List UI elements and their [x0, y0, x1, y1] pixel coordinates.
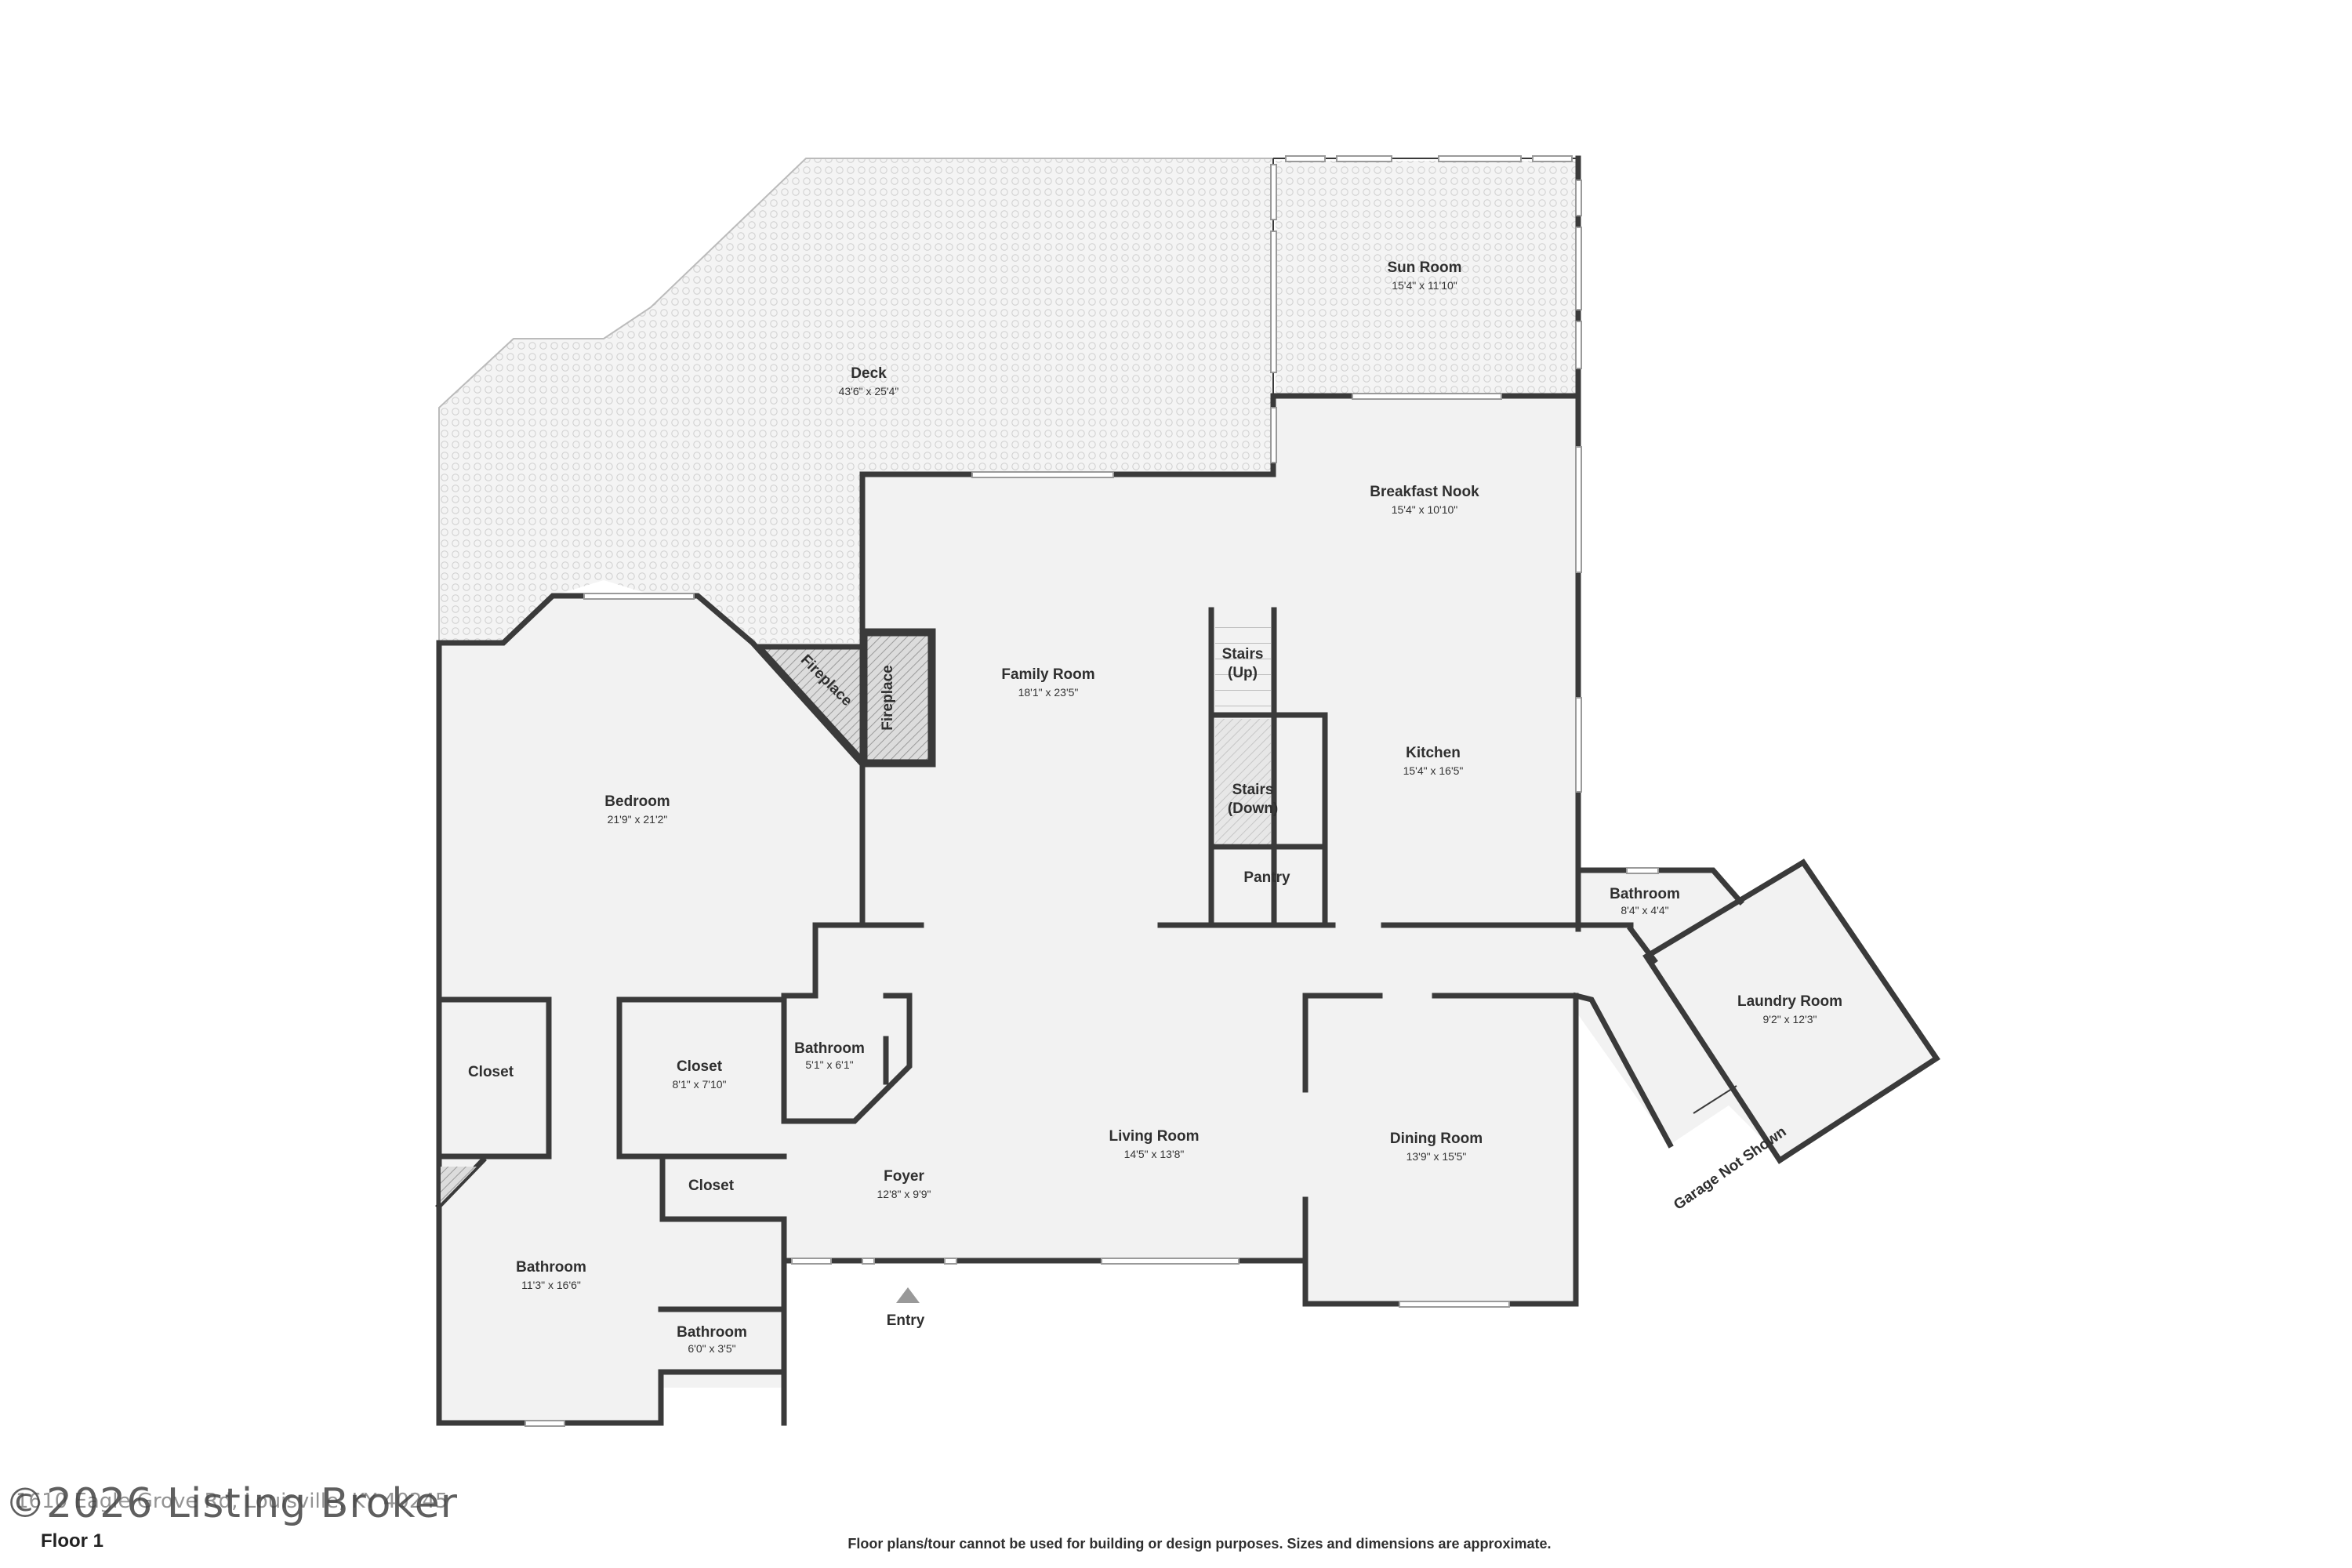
fireplace-graphics — [441, 630, 934, 1203]
room-name-closet-left: Closet — [468, 1064, 514, 1080]
floor-label: Floor 1 — [41, 1530, 104, 1552]
room-name-bedroom: Bedroom — [604, 793, 670, 810]
room-name-closet-middle: Closet — [677, 1058, 723, 1075]
watermark: ©2026 Listing Broker — [5, 1480, 459, 1527]
fireplace-label-2: Fireplace — [880, 665, 896, 730]
deck-area — [438, 158, 1273, 643]
room-dim-bathroom-hall: 5'1" x 6'1" — [805, 1058, 853, 1071]
room-name-bathroom-right: Bathroom — [1610, 886, 1680, 902]
room-name-sun-room: Sun Room — [1388, 260, 1462, 276]
room-name-stairs-up: Stairs(Up) — [1222, 646, 1264, 681]
room-name-living-room: Living Room — [1109, 1128, 1199, 1145]
room-dim-living-room: 14'5" x 13'8" — [1124, 1148, 1185, 1160]
room-dim-laundry: 9'2" x 12'3" — [1763, 1013, 1817, 1025]
entry-arrow-icon — [896, 1287, 920, 1303]
room-name-closet-small: Closet — [688, 1178, 735, 1194]
room-dim-bathroom-toilet: 6'0" x 3'5" — [688, 1342, 735, 1355]
room-dim-bathroom-master: 11'3" x 16'6" — [521, 1279, 581, 1291]
stairs-graphics — [1215, 614, 1271, 844]
sun-room-area — [1272, 158, 1579, 396]
room-dim-closet-middle: 8'1" x 7'10" — [673, 1078, 727, 1091]
room-dim-kitchen: 15'4" x 16'5" — [1403, 764, 1464, 777]
room-name-dining-room: Dining Room — [1390, 1131, 1483, 1147]
interior-floor — [439, 396, 1936, 1423]
windows — [524, 155, 1737, 1427]
room-name-pantry: Pantry — [1243, 869, 1290, 886]
room-name-deck: Deck — [851, 365, 887, 382]
room-name-family-room: Family Room — [1001, 666, 1094, 683]
room-name-breakfast-nook: Breakfast Nook — [1370, 484, 1479, 500]
entry-label: Entry — [887, 1312, 925, 1329]
room-dim-breakfast-nook: 15'4" x 10'10" — [1392, 503, 1458, 516]
room-name-kitchen: Kitchen — [1406, 745, 1461, 761]
room-dim-dining-room: 13'9" x 15'5" — [1406, 1150, 1467, 1163]
room-name-foyer: Foyer — [884, 1168, 924, 1185]
watermark-address: 1610 Eagle Grove Rd, Louisville, KY 4024… — [16, 1490, 448, 1513]
room-dim-bathroom-right: 8'4" x 4'4" — [1621, 904, 1668, 916]
room-dim-family-room: 18'1" x 23'5" — [1018, 686, 1079, 699]
room-dim-bedroom: 21'9" x 21'2" — [608, 813, 668, 826]
room-name-bathroom-toilet: Bathroom — [677, 1324, 747, 1341]
room-dim-foyer: 12'8" x 9'9" — [877, 1188, 931, 1200]
garage-label: Garage Not Shown — [1671, 1123, 1789, 1214]
disclaimer: Floor plans/tour cannot be used for buil… — [848, 1536, 1552, 1552]
room-name-stairs-down: Stairs(Down) — [1228, 782, 1278, 817]
room-dim-deck: 43'6" x 25'4" — [839, 385, 899, 397]
room-name-bathroom-master: Bathroom — [516, 1259, 586, 1276]
room-name-bathroom-hall: Bathroom — [794, 1040, 865, 1057]
room-name-laundry: Laundry Room — [1737, 993, 1842, 1010]
room-dim-sun-room: 15'4" x 11'10" — [1392, 279, 1457, 292]
